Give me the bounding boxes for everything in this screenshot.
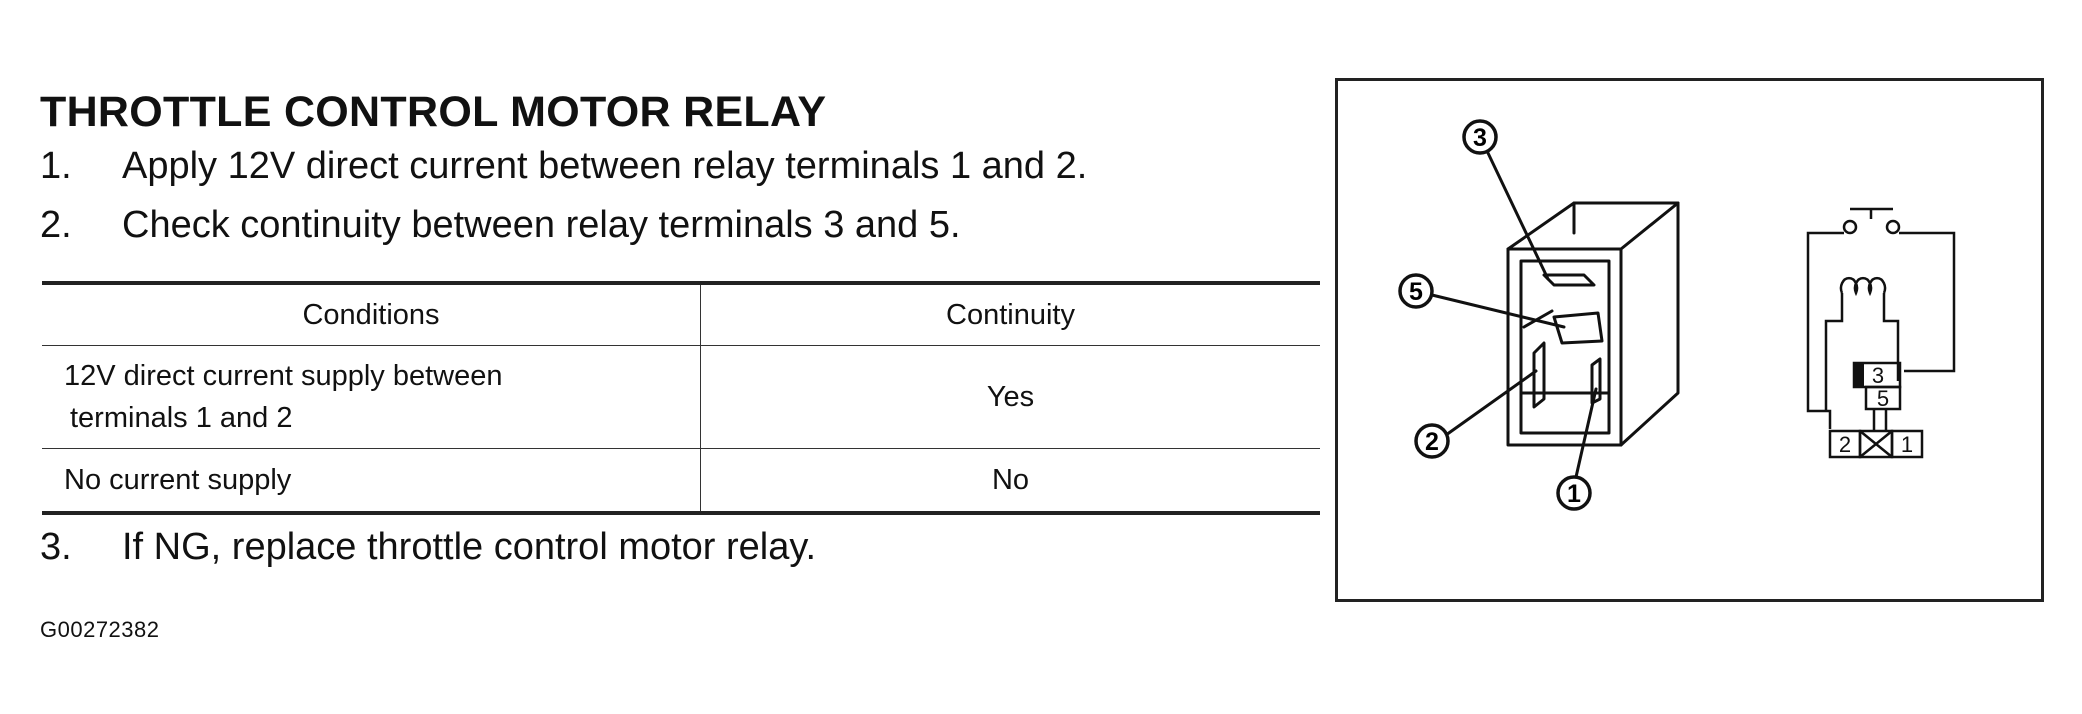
terminal-wire-5: [1872, 409, 1888, 431]
relay-illustration: 3 5 2 1: [1398, 119, 1956, 511]
terminal-5-blade: [1552, 311, 1604, 345]
leader-3: [1486, 151, 1550, 281]
terminal-2-blade: [1532, 341, 1546, 409]
terminal-label-3: 3: [1872, 363, 1884, 388]
callout-3: 3: [1462, 119, 1498, 155]
step-text: Check continuity between relay terminals…: [122, 204, 961, 246]
relay-figure: 3 5 2 1: [1335, 78, 2044, 602]
switch-wire-left: [1806, 231, 1844, 429]
leader-1: [1574, 387, 1598, 479]
page-title: THROTTLE CONTROL MOTOR RELAY: [40, 88, 827, 136]
terminal-box-1: [1890, 429, 1924, 459]
terminal-5-slot: [1522, 309, 1554, 329]
continuity-cell: No: [991, 463, 1030, 496]
step-text: Apply 12V direct current between relay t…: [122, 145, 1088, 187]
relay-housing-right: [1619, 201, 1680, 447]
condition-cell: No current supply: [42, 448, 701, 513]
step-number: 1.: [40, 145, 72, 187]
switch-bar: [1850, 207, 1893, 219]
leader-2: [1444, 369, 1538, 437]
terminal-label-2: 2: [1839, 432, 1851, 457]
condition-line: terminals 1 and 2: [70, 402, 293, 434]
callout-label: 5: [1409, 278, 1423, 306]
switch-contact: [1842, 219, 1858, 235]
coil-wire-left: [1824, 293, 1844, 411]
relay-housing-front-inner: [1519, 259, 1611, 435]
step-number: 2.: [40, 204, 72, 246]
table-header-row: Conditions Continuity: [42, 283, 1320, 346]
terminal-box-5: [1864, 385, 1902, 411]
step-3: 3. If NG, replace throttle control motor …: [40, 524, 816, 570]
terminal-3-marker: [1854, 363, 1864, 387]
figure-code: G00272382: [40, 617, 160, 642]
step-number: 3.: [40, 526, 72, 568]
header-conditions: Conditions: [42, 283, 701, 346]
callout-label: 3: [1473, 124, 1487, 152]
continuity-table: Conditions Continuity 12V direct current…: [42, 281, 1320, 515]
table-row: 12V direct current supply between termin…: [42, 345, 1320, 449]
step-1: 1. Apply 12V direct current between relay…: [40, 143, 1087, 189]
relay-housing-front: [1506, 247, 1623, 447]
continuity-cell: Yes: [700, 345, 1320, 449]
callout-label: 1: [1567, 480, 1581, 508]
step-2: 2. Check continuity between relay termina…: [40, 202, 961, 248]
callout-5: 5: [1398, 273, 1434, 309]
table-row: No current supply No: [42, 448, 1320, 513]
terminal-1-blade: [1590, 357, 1602, 405]
terminal-label-1: 1: [1901, 432, 1913, 457]
terminal-3-blade: [1542, 273, 1596, 287]
callout-label: 2: [1425, 428, 1439, 456]
coil-wire-right: [1882, 293, 1900, 381]
relay-housing-top: [1506, 201, 1680, 251]
condition-cell: 12V direct current supply between termin…: [42, 345, 701, 449]
terminal-cross: [1859, 430, 1893, 458]
terminal-label-5: 5: [1877, 386, 1889, 411]
coil-icon: [1839, 276, 1887, 297]
leader-5: [1430, 293, 1566, 329]
switch-wire-right: [1899, 231, 1956, 373]
callout-2: 2: [1414, 423, 1450, 459]
switch-contact: [1885, 219, 1901, 235]
condition-line: 12V direct current supply between: [64, 360, 503, 392]
callout-1: 1: [1556, 475, 1592, 511]
header-continuity: Continuity: [700, 283, 1320, 346]
step-text: If NG, replace throttle control motor re…: [122, 526, 817, 568]
relay-schematic: [1806, 207, 1956, 459]
